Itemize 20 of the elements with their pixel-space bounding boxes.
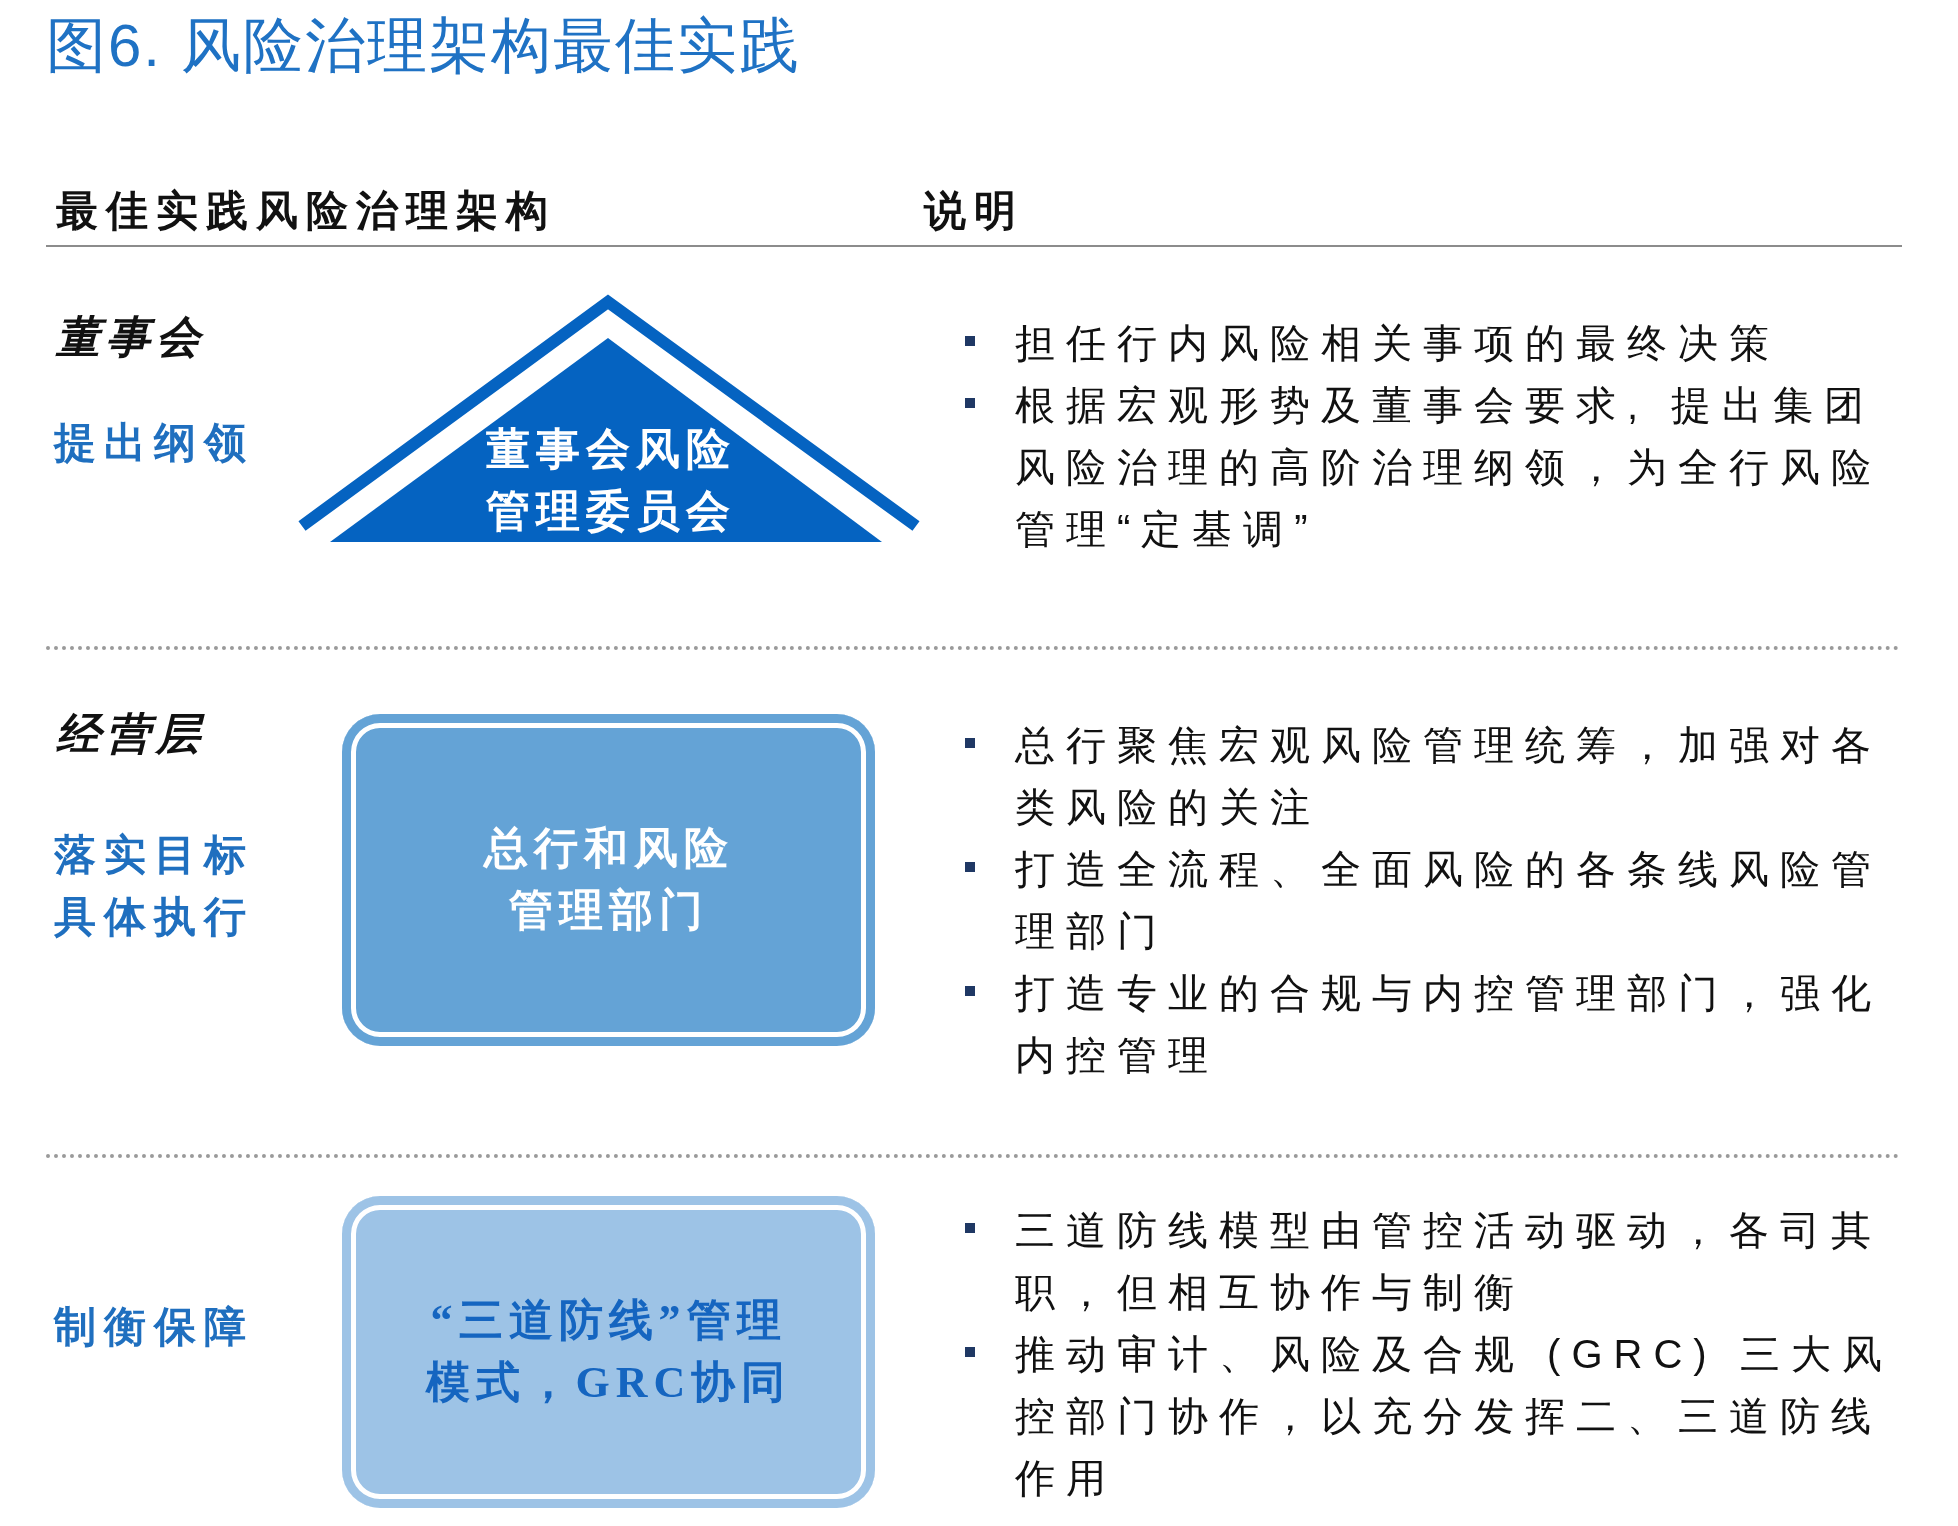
node-label: 董事会风险管理委员会 bbox=[485, 424, 737, 538]
node-label: 总行和风险管理部门 bbox=[482, 823, 735, 937]
figure-title: 图6. 风险治理架构最佳实践 bbox=[46, 11, 801, 81]
tier-role: 制衡保障 bbox=[54, 1303, 255, 1352]
tier-role: 提出纲领 bbox=[54, 419, 255, 468]
tier-role: 落实目标具体执行 bbox=[54, 831, 255, 942]
node-label: “三道防线”管理模式，GRC协同 bbox=[424, 1295, 793, 1409]
rounded-panel bbox=[342, 1196, 875, 1508]
bullet-text: 推动审计、风险及合规 (GRC) 三大风控部门协作，以充分发挥二、三道防线作用 bbox=[1015, 1331, 1894, 1502]
column-header: 说明 bbox=[924, 187, 1024, 236]
column-header: 最佳实践风险治理架构 bbox=[56, 187, 556, 236]
bullet-text: 打造全流程、全面风险的各条线风险管理部门 bbox=[1015, 846, 1883, 955]
tier-heading: 董事会 bbox=[56, 312, 206, 364]
bullet-text: 根据宏观形势及董事会要求, 提出集团风险治理的高阶治理纲领，为全行风险管理“定基调” bbox=[1015, 382, 1883, 553]
rounded-panel bbox=[342, 714, 875, 1046]
bullet-text: 打造专业的合规与内控管理部门，强化内控管理 bbox=[1015, 970, 1883, 1079]
bullet-text: 担任行内风险相关事项的最终决策 bbox=[1015, 320, 1781, 367]
bullet-text: 三道防线模型由管控活动驱动，各司其职，但相互协作与制衡 bbox=[1015, 1207, 1883, 1316]
bullet-text: 总行聚焦宏观风险管理统筹，加强对各类风险的关注 bbox=[1015, 722, 1883, 831]
tier-heading: 经营层 bbox=[56, 709, 206, 761]
